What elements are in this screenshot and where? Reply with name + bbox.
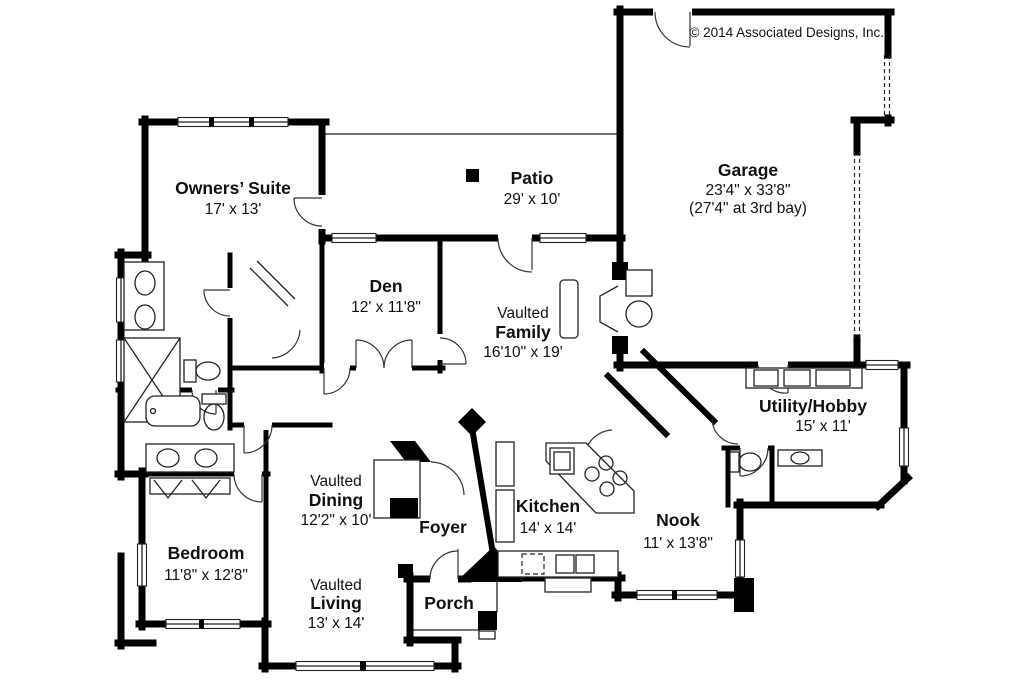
room-label-dining: Vaulted Dining 12'2" x 10' <box>301 473 372 529</box>
room-name: Owners’ Suite <box>175 178 291 198</box>
refrigerator <box>495 489 515 543</box>
pantry <box>495 441 515 487</box>
room-name: Living <box>310 593 362 613</box>
folding-counter <box>815 369 851 387</box>
sink-icon <box>134 304 156 330</box>
sink-icon <box>134 270 156 296</box>
media-wall <box>559 262 653 354</box>
foyer-cabinet <box>373 441 465 519</box>
windows <box>115 116 910 672</box>
bath-fixtures <box>123 261 823 473</box>
room-name: Utility/Hobby <box>759 396 867 416</box>
cooktop-icon <box>584 455 628 497</box>
bay-corner-post <box>734 578 754 612</box>
dishwasher <box>521 553 545 575</box>
vanity <box>145 443 235 473</box>
room-name: Dining <box>309 490 363 510</box>
water-heater-icon <box>625 300 653 328</box>
dryer-icon <box>783 369 811 387</box>
room-dims: 14' x 14' <box>520 520 577 537</box>
room-name: Den <box>369 276 402 296</box>
room-name: Patio <box>511 168 554 188</box>
room-labels: Owners’ Suite 17' x 13' Patio 29' x 10' … <box>164 160 867 632</box>
room-dims: 15' x 11' <box>795 418 851 435</box>
vanity <box>123 261 165 331</box>
sink-icon <box>156 448 180 468</box>
room-dims: 11' x 13'8" <box>643 535 713 552</box>
sink-icon <box>575 554 595 574</box>
bifold-door-icon <box>153 479 183 500</box>
bathtub <box>145 395 201 427</box>
room-label-porch: Porch <box>424 593 474 613</box>
room-name: Kitchen <box>516 496 580 516</box>
sink-icon <box>194 448 218 468</box>
room-dims: 29' x 10' <box>504 191 561 208</box>
closet-shelf <box>149 477 231 495</box>
storage <box>625 269 653 297</box>
room-label-bedroom: Bedroom 11'8" x 12'8" <box>164 543 248 584</box>
room-dims: 16'10" x 19' <box>483 344 563 361</box>
room-label-nook: Nook 11' x 13'8" <box>643 510 713 552</box>
room-dims: 12' x 11'8" <box>351 299 421 316</box>
room-dims: 23'4" x 33'8" <box>705 182 790 199</box>
room-dims: 13' x 14' <box>308 615 365 632</box>
media-cabinet <box>559 279 579 339</box>
half-bath <box>729 449 823 473</box>
room-label-owners-suite: Owners’ Suite 17' x 13' <box>175 178 291 218</box>
room-dims: 11'8" x 12'8" <box>164 567 248 584</box>
room-prefix: Vaulted <box>310 473 361 490</box>
porch-post <box>398 564 413 578</box>
room-name: Foyer <box>419 517 467 537</box>
kitchen-fixtures <box>495 441 635 593</box>
room-label-patio: Patio 29' x 10' <box>504 168 561 208</box>
courtyard-wall <box>114 552 157 650</box>
room-name: Garage <box>718 160 779 180</box>
toilet-icon <box>201 393 227 431</box>
bifold-door-icon <box>191 479 221 500</box>
garage-door-dashed <box>853 55 891 338</box>
room-name: Bedroom <box>168 543 245 563</box>
door-gaps <box>192 7 788 584</box>
porch-post <box>478 611 497 630</box>
window-seat <box>544 577 592 593</box>
foyer-post <box>458 408 486 436</box>
room-note: (27'4" at 3rd bay) <box>689 200 807 217</box>
room-label-foyer: Foyer <box>419 517 467 537</box>
utility-fixtures <box>745 367 863 389</box>
room-label-living: Vaulted Living 13' x 14' <box>308 577 365 632</box>
room-label-garage: Garage 23'4" x 33'8" (27'4" at 3rd bay) <box>689 160 807 217</box>
room-name: Porch <box>424 593 474 613</box>
room-label-family: Vaulted Family 16'10" x 19' <box>483 305 563 361</box>
sink-icon <box>555 554 575 574</box>
room-name: Nook <box>656 510 700 530</box>
room-dims: 17' x 13' <box>205 201 262 218</box>
copyright-text: © 2014 Associated Designs, Inc. <box>689 25 884 40</box>
toilet-icon <box>183 359 221 383</box>
washer-icon <box>753 369 779 387</box>
porch-outline <box>412 582 498 640</box>
room-prefix: Vaulted <box>310 577 361 594</box>
closet-fixtures <box>149 260 296 500</box>
patio-post <box>466 169 479 182</box>
room-prefix: Vaulted <box>497 305 548 322</box>
room-dims: 12'2" x 10' <box>301 512 372 529</box>
room-label-utility: Utility/Hobby 15' x 11' <box>759 396 867 435</box>
room-name: Family <box>495 322 551 342</box>
posts <box>398 169 754 630</box>
room-label-kitchen: Kitchen 14' x 14' <box>516 496 580 537</box>
doors <box>191 11 789 580</box>
room-label-den: Den 12' x 11'8" <box>351 276 421 316</box>
utility-counter <box>745 367 863 389</box>
